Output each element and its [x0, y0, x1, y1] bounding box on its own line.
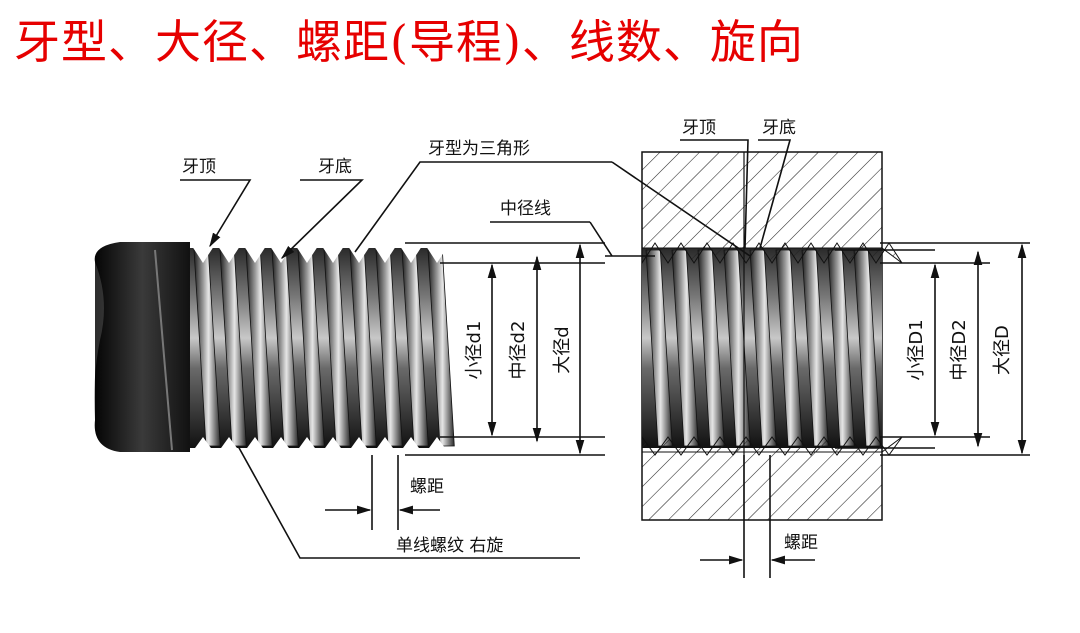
label-right-crest: 牙顶	[682, 118, 716, 138]
label-right-root: 牙底	[762, 118, 796, 138]
label-profile-triangle: 牙型为三角形	[428, 139, 530, 159]
label-minor-d1: 小径d1	[464, 321, 485, 380]
label-single-right-hand: 单线螺纹 右旋	[396, 536, 503, 556]
label-left-crest: 牙顶	[182, 157, 216, 177]
label-pitch-left: 螺距	[410, 477, 444, 497]
label-major-D: 大径D	[992, 325, 1013, 375]
external-thread	[94, 230, 455, 470]
label-major-d: 大径d	[552, 326, 573, 373]
label-pitch-d2: 中径d2	[508, 321, 529, 380]
label-pitch-D2: 中径D2	[949, 319, 970, 380]
leader-lines	[180, 139, 1030, 578]
label-minor-D1: 小径D1	[906, 319, 927, 380]
internal-thread	[641, 151, 903, 521]
label-pitch-line: 中径线	[500, 199, 551, 219]
page-title: 牙型、大径、螺距(导程)、线数、旋向	[14, 15, 804, 69]
label-left-root: 牙底	[318, 157, 352, 177]
label-pitch-right: 螺距	[784, 533, 818, 553]
